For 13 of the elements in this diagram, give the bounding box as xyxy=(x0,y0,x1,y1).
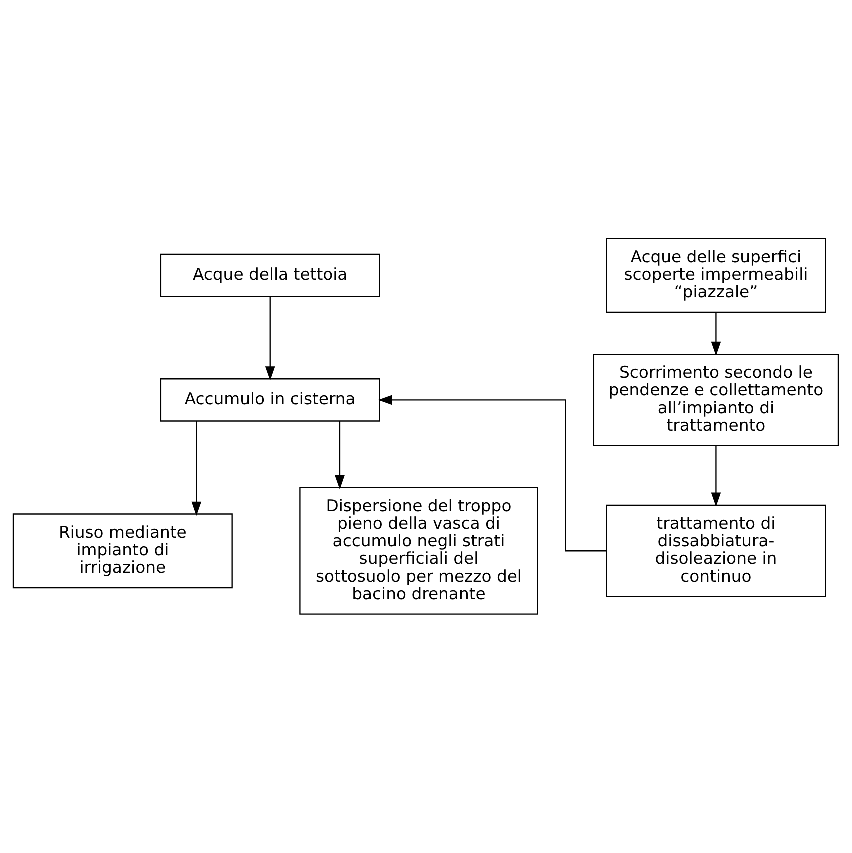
node-box: Scorrimento secondo le pendenze e collettamento all’impianto di trattamento xyxy=(593,354,840,446)
arrow xyxy=(265,296,276,381)
node-box: Acque della tettoia xyxy=(160,254,380,298)
arrow xyxy=(711,312,722,356)
arrow xyxy=(192,421,202,516)
node-box: Dispersione del troppo pieno della vasca di accumulo negli strati superficiali del sottosuolo per mezzo del bacino drenante xyxy=(300,487,538,615)
node-box: trattamento di dissabbiatura-disoleazione in continuo xyxy=(606,504,826,598)
node-box: Acque delle superfici scoperte impermeabili “piazzale” xyxy=(606,238,826,313)
arrow xyxy=(335,421,345,490)
arrow xyxy=(711,446,722,507)
node-box: Accumulo in cisterna xyxy=(160,378,380,422)
node-box: Riuso mediante impianto di irrigazione xyxy=(12,514,233,589)
arrow xyxy=(378,395,607,552)
